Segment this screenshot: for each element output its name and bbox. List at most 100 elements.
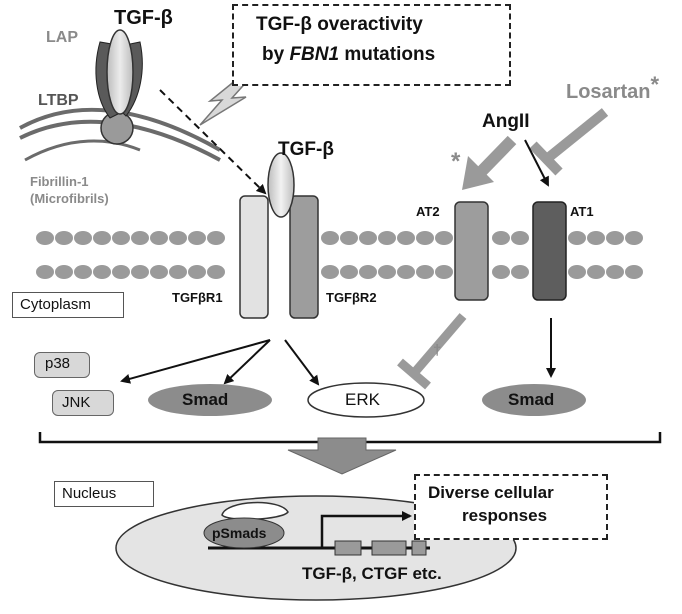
overactivity-box	[232, 4, 511, 86]
losartan-star: *	[650, 72, 660, 97]
membrane-bead	[568, 231, 586, 245]
membrane-bead	[511, 265, 529, 279]
membrane-bead	[340, 231, 358, 245]
overactivity-line2: by FBN1 mutations	[262, 45, 435, 64]
membrane-bead	[587, 265, 605, 279]
membrane-bead	[321, 265, 339, 279]
at1-receptor	[532, 201, 567, 301]
diverse-responses-box	[414, 474, 608, 540]
membrane-bead	[93, 231, 111, 245]
arrow-to-p38	[120, 339, 271, 384]
membrane-bead	[131, 231, 149, 245]
ltbp-label: LTBP	[38, 92, 79, 109]
membrane-bead	[36, 265, 54, 279]
membrane-bead	[359, 265, 377, 279]
membrane-bead	[188, 265, 206, 279]
smad-left-label: Smad	[182, 390, 229, 409]
tgfb-latent-label: TGF-β	[114, 7, 173, 29]
membrane-bead	[207, 231, 225, 245]
angii-at2-arrow-head	[462, 156, 494, 190]
smad-right-label: Smad	[508, 390, 555, 409]
membrane-bead	[435, 231, 453, 245]
p38-box	[34, 352, 90, 378]
overactivity-suffix: mutations	[339, 44, 436, 65]
latent-tgfb-ellipse	[106, 29, 134, 115]
psmads-label: pSmads	[212, 525, 267, 541]
transcription-arrow	[320, 511, 412, 548]
tgfb-receptor-label: TGF-β	[278, 139, 334, 160]
psmads-ellipse	[203, 517, 285, 549]
arrow-to-erk	[284, 339, 320, 386]
tgfbr2-label: TGFβR2	[326, 290, 377, 305]
membrane-bead	[169, 231, 187, 245]
membrane-bead	[587, 231, 605, 245]
losartan-text: Losartan	[566, 81, 651, 103]
at2-erk-inhibition-line	[411, 313, 467, 375]
membrane-bead	[378, 265, 396, 279]
losartan-inhibition-bar	[529, 141, 563, 176]
erk-ellipse	[307, 382, 425, 418]
membrane-bead	[55, 265, 73, 279]
membrane-bead	[359, 231, 377, 245]
nuclear-translocation-arrow	[287, 437, 397, 475]
erk-label: ERK	[345, 390, 380, 409]
at1-label: AT1	[570, 204, 594, 219]
membrane-bead	[397, 231, 415, 245]
membrane-bead	[625, 231, 643, 245]
membrane-bead	[36, 231, 54, 245]
lap-label: LAP	[46, 29, 78, 46]
membrane-bead	[606, 231, 624, 245]
membrane-bead	[74, 265, 92, 279]
fibrillin-label: Fibrillin-1	[30, 174, 89, 189]
membrane-bead	[435, 265, 453, 279]
membrane-bead	[74, 231, 92, 245]
losartan-label: Losartan*	[566, 74, 659, 103]
membrane-bead	[511, 231, 529, 245]
jnk-label: JNK	[62, 394, 91, 411]
cell-membrane	[36, 231, 643, 279]
smad-left-ellipse	[148, 384, 272, 416]
overactivity-line1: TGF-β overactivity	[256, 14, 423, 35]
membrane-bead	[131, 265, 149, 279]
at2-erk-inhibition-bar	[397, 358, 431, 390]
dna-segments	[334, 540, 427, 556]
membrane-bead	[169, 265, 187, 279]
tgfbr1-label: TGFβR1	[172, 290, 223, 305]
ltbp-ball	[100, 111, 134, 145]
membrane-bead	[340, 265, 358, 279]
cytoplasm-label: Cytoplasm	[20, 296, 91, 313]
dagger-mark: †	[433, 342, 442, 359]
membrane-bead	[112, 265, 130, 279]
angii-at2-arrow-shaft	[473, 135, 517, 180]
tgfb-ligand-ellipse	[267, 152, 295, 218]
tgfbr2-receptor	[289, 195, 319, 319]
membrane-bead	[150, 265, 168, 279]
release-dashed-arrow	[159, 89, 267, 195]
membrane-bead	[321, 231, 339, 245]
membrane-bead	[568, 265, 586, 279]
arrow-to-smad-left	[223, 339, 271, 385]
angii-label: AngII	[482, 111, 530, 132]
membrane-bead	[606, 265, 624, 279]
membrane-bead	[93, 265, 111, 279]
membrane-bead	[150, 231, 168, 245]
jnk-box	[52, 390, 114, 416]
smad-right-ellipse	[482, 384, 586, 416]
overactivity-prefix: by	[262, 44, 290, 65]
nucleus-label: Nucleus	[62, 485, 117, 502]
at2-receptor	[454, 201, 489, 301]
membrane-bead	[397, 265, 415, 279]
p38-label: p38	[45, 355, 71, 372]
membrane-bead	[492, 231, 510, 245]
membrane-bead	[378, 231, 396, 245]
nucleus-box	[54, 481, 154, 507]
membrane-bead	[55, 231, 73, 245]
membrane-bead	[416, 265, 434, 279]
losartan-inhibition-line	[544, 108, 609, 162]
microfibrils-label: (Microfibrils)	[30, 191, 109, 206]
membrane-bead	[188, 231, 206, 245]
membrane-bead	[625, 265, 643, 279]
membrane-bead	[112, 231, 130, 245]
fbn1-gene: FBN1	[289, 44, 340, 65]
